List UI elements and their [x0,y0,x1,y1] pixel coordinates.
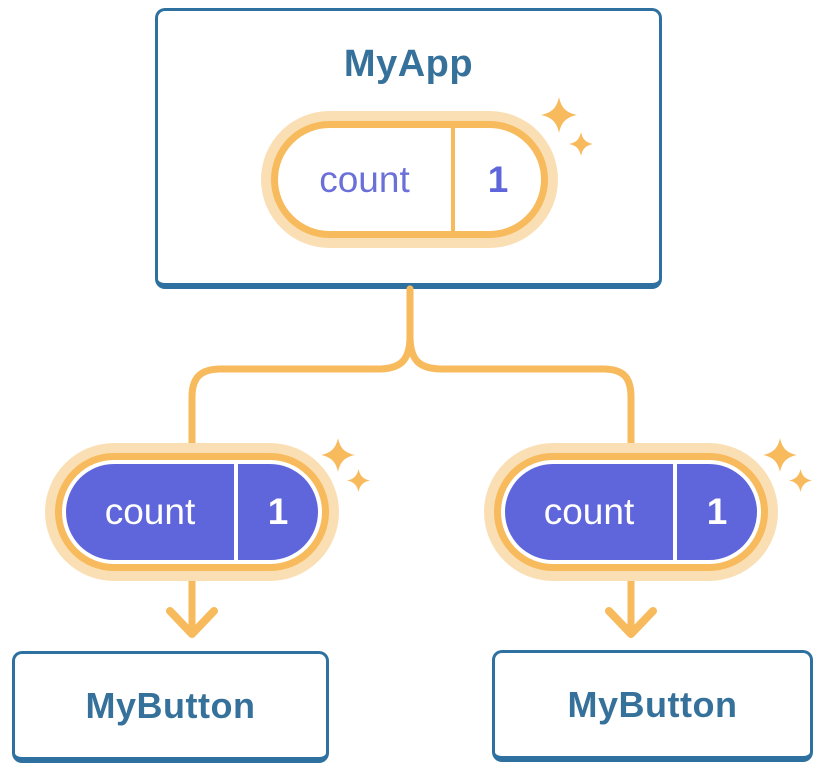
state-value-label: 1 [677,464,757,560]
state-name-label: count [66,464,234,560]
state-name-label: count [319,158,410,200]
state-pill-child-left: count 1 [45,443,339,581]
state-pill-child-right: count 1 [484,443,778,581]
sparkle-icon [541,97,577,133]
component-title: MyButton [567,683,738,725]
state-pill-body: count 1 [271,121,548,238]
state-pill-body: count 1 [55,453,329,571]
component-title: MyApp [343,43,474,85]
connector-branch-right [406,285,635,633]
state-value-label: 1 [487,158,509,200]
pill-divider [451,128,455,231]
arrow-down-icon [605,607,657,638]
state-pill-root: count 1 [261,111,558,248]
state-name-label: count [505,464,673,560]
state-value-label: 1 [238,464,318,560]
sparkle-icon [321,438,355,472]
component-title: MyButton [85,684,256,726]
component-card-mybutton-right: MyButton [492,650,813,762]
sparkle-icon [347,469,370,492]
sparkle-icon [763,438,797,472]
sparkle-icon [789,469,812,492]
state-pill-body: count 1 [494,453,768,571]
arrow-down-icon [166,607,218,638]
sparkle-icon [569,132,593,156]
component-card-mybutton-left: MyButton [12,651,329,763]
